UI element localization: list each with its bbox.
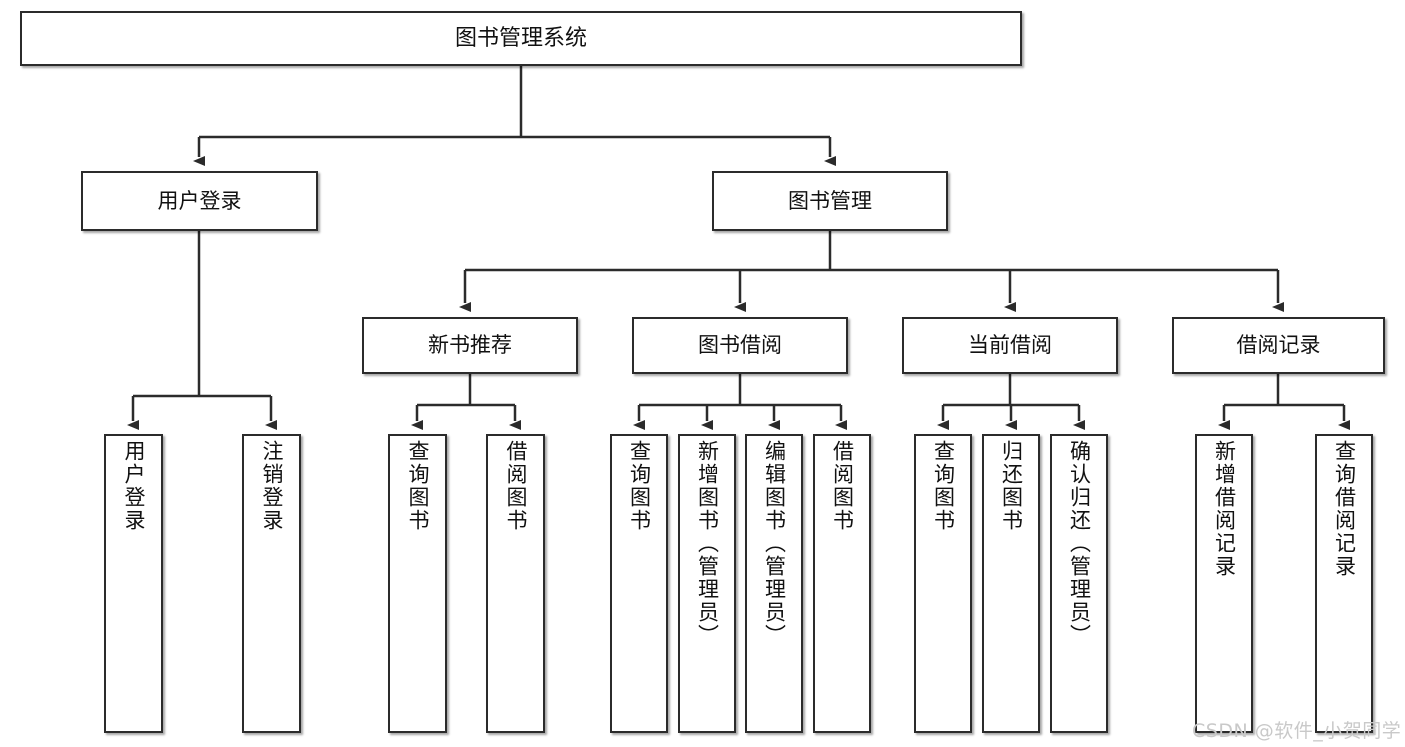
node-label: 编辑图书（管理员） — [762, 440, 787, 647]
leaf-record-add-record[interactable]: 新增借阅记录 — [1195, 434, 1253, 733]
node-label: 查询图书 — [931, 440, 956, 532]
node-label: 新增借阅记录 — [1212, 440, 1237, 578]
leaf-borrow-edit-book-admin[interactable]: 编辑图书（管理员） — [745, 434, 803, 733]
node-root-system[interactable]: 图书管理系统 — [20, 11, 1022, 66]
node-label: 查询图书 — [406, 440, 430, 532]
leaf-recommend-query-book[interactable]: 查询图书 — [388, 434, 447, 733]
node-label: 新增图书（管理员） — [695, 440, 720, 647]
node-label: 用户登录 — [157, 188, 242, 213]
leaf-user-login-signin[interactable]: 用户登录 — [104, 434, 163, 733]
node-label: 确认归还（管理员） — [1067, 440, 1092, 647]
leaf-record-query-record[interactable]: 查询借阅记录 — [1315, 434, 1373, 733]
node-label: 归还图书 — [999, 440, 1024, 532]
leaf-user-login-signout[interactable]: 注销登录 — [242, 434, 301, 733]
leaf-current-return-book[interactable]: 归还图书 — [982, 434, 1040, 733]
node-label: 注销登录 — [260, 440, 284, 532]
node-user-login[interactable]: 用户登录 — [81, 171, 318, 231]
leaf-borrow-add-book-admin[interactable]: 新增图书（管理员） — [678, 434, 736, 733]
leaf-current-confirm-return-admin[interactable]: 确认归还（管理员） — [1050, 434, 1108, 733]
node-label: 图书管理 — [788, 188, 872, 213]
node-label: 借阅图书 — [830, 440, 855, 532]
node-label: 借阅图书 — [504, 440, 528, 532]
node-label: 借阅记录 — [1236, 333, 1321, 358]
leaf-borrow-borrow-book[interactable]: 借阅图书 — [813, 434, 871, 733]
node-label: 新书推荐 — [428, 333, 512, 358]
node-borrow-record[interactable]: 借阅记录 — [1172, 317, 1385, 374]
leaf-current-query-book[interactable]: 查询图书 — [914, 434, 972, 733]
node-label: 查询图书 — [627, 440, 652, 532]
node-label: 用户登录 — [122, 440, 146, 532]
leaf-recommend-borrow-book[interactable]: 借阅图书 — [486, 434, 545, 733]
node-label: 查询借阅记录 — [1332, 440, 1357, 578]
leaf-borrow-query-book[interactable]: 查询图书 — [610, 434, 668, 733]
node-book-management[interactable]: 图书管理 — [712, 171, 948, 231]
csdn-watermark: CSDN @软件_小贺同学 — [1192, 720, 1402, 742]
node-current-borrow[interactable]: 当前借阅 — [902, 317, 1118, 374]
node-new-book-recommend[interactable]: 新书推荐 — [362, 317, 578, 374]
node-label: 当前借阅 — [968, 333, 1052, 358]
node-label: 图书管理系统 — [454, 25, 587, 51]
node-label: 图书借阅 — [698, 333, 782, 358]
node-book-borrow[interactable]: 图书借阅 — [632, 317, 848, 374]
